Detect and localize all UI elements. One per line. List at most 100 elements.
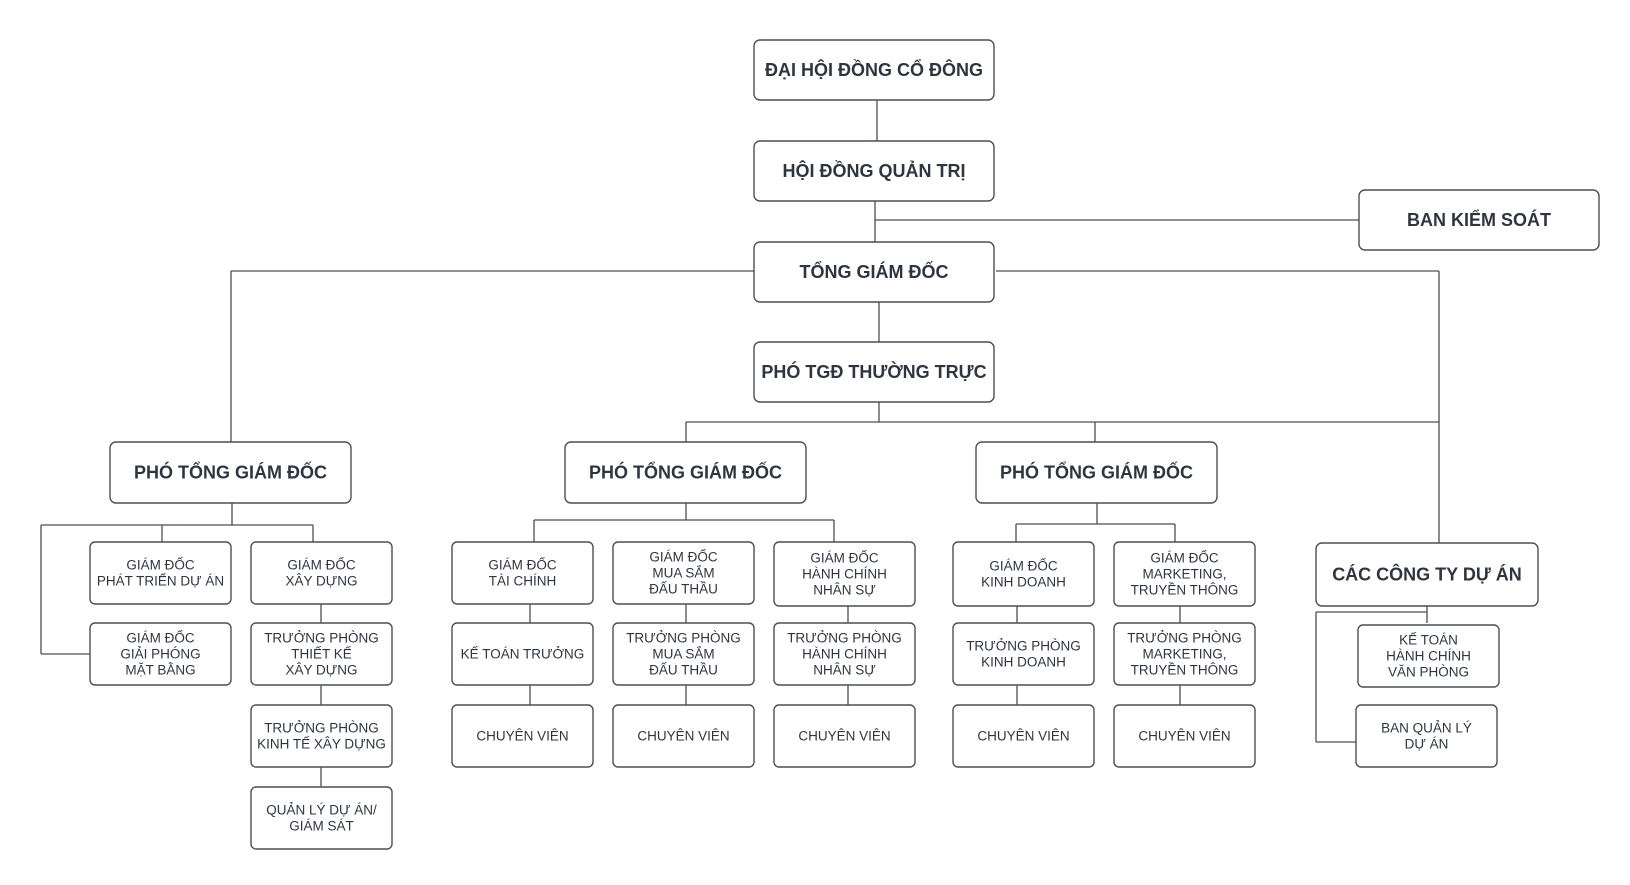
node-box	[250, 704, 393, 768]
node-box	[952, 704, 1095, 768]
node-label-line: TỔNG GIÁM ĐỐC	[800, 261, 949, 282]
node-label-line: CHUYÊN VIÊN	[977, 729, 1069, 744]
node-label-line: NHÂN SỰ	[813, 663, 876, 678]
node-label-line: TRƯỞNG PHÒNG	[787, 631, 902, 646]
node-box	[1113, 704, 1256, 768]
node-label-line: HÀNH CHÍNH	[802, 647, 887, 662]
node-label-line: KẾ TOÁN TRƯỞNG	[461, 647, 585, 662]
node-box	[89, 622, 232, 686]
node-label-line: GIÁM ĐỐC	[126, 558, 195, 573]
node-label-line: TRƯỞNG PHÒNG	[264, 721, 379, 736]
node-box	[612, 704, 755, 768]
node-label-line: GIÁM ĐỐC	[649, 550, 718, 565]
node-label-line: GIÁM ĐỐC	[810, 551, 879, 566]
node-ptgd-tt: PHÓ TGĐ THƯỜNG TRỰC	[753, 341, 995, 403]
node-box	[952, 622, 1095, 686]
node-label-line: PHÁT TRIỂN DỰ ÁN	[97, 574, 224, 589]
node-box	[753, 39, 995, 101]
node-tgd: TỔNG GIÁM ĐỐC	[753, 241, 995, 303]
org-nodes: ĐẠI HỘI ĐỒNG CỔ ĐÔNG HỘI ĐỒNG QUẢN TRỊ BAN…	[89, 39, 1600, 850]
node-ptgd3: PHÓ TỔNG GIÁM ĐỐC	[975, 441, 1218, 504]
node-box	[451, 541, 594, 605]
node-label-line: XÂY DỰNG	[285, 663, 357, 678]
node-box	[1113, 541, 1256, 607]
node-box	[250, 541, 393, 605]
node-box	[753, 341, 995, 403]
node-label-line: TRƯỞNG PHÒNG	[1127, 631, 1242, 646]
node-label-line: MUA SẮM	[652, 647, 714, 662]
node-label-line: TRƯỞNG PHÒNG	[626, 631, 741, 646]
node-label-line: TRƯỞNG PHÒNG	[966, 639, 1081, 654]
node-label-line: DỰ ÁN	[1405, 737, 1449, 752]
node-cty-du-an: CÁC CÔNG TY DỰ ÁN	[1315, 542, 1539, 607]
node-ptgd2: PHÓ TỔNG GIÁM ĐỐC	[564, 441, 807, 504]
node-label-line: BAN KIỂM SOÁT	[1407, 209, 1551, 230]
node-label-line: GIÁM ĐỐC	[126, 631, 195, 646]
node-label-line: PHÓ TỔNG GIÁM ĐỐC	[1000, 462, 1193, 483]
node-dhdcd: ĐẠI HỘI ĐỒNG CỔ ĐÔNG	[753, 39, 995, 101]
node-label-line: XÂY DỰNG	[285, 574, 357, 589]
node-label-line: GIÁM ĐỐC	[287, 558, 356, 573]
node-box	[773, 704, 916, 768]
node-label-line: GIÁM SÁT	[289, 819, 354, 834]
node-box	[250, 622, 393, 686]
node-cv-hc: CHUYÊN VIÊN	[773, 704, 916, 768]
node-label-line: KẾ TOÁN	[1399, 633, 1458, 648]
node-label-line: PHÓ TỔNG GIÁM ĐỐC	[589, 462, 782, 483]
node-label-line: CÁC CÔNG TY DỰ ÁN	[1332, 564, 1522, 585]
node-label-line: PHÓ TỔNG GIÁM ĐỐC	[134, 462, 327, 483]
connector-lines	[40, 100, 1440, 787]
node-box	[1315, 542, 1539, 607]
node-box	[451, 704, 594, 768]
node-box	[564, 441, 807, 504]
node-label-line: MUA SẮM	[652, 566, 714, 581]
node-label-line: ĐẤU THẦU	[649, 663, 718, 678]
node-label-line: MARKETING,	[1142, 567, 1226, 582]
node-label-line: KINH DOANH	[981, 655, 1066, 670]
node-cv-mkt: CHUYÊN VIÊN	[1113, 704, 1256, 768]
node-label-line: ĐẤU THẦU	[649, 582, 718, 597]
node-label-line: MARKETING,	[1142, 647, 1226, 662]
node-ktt: KẾ TOÁN TRƯỞNG	[451, 622, 594, 686]
node-ptgd1: PHÓ TỔNG GIÁM ĐỐC	[109, 441, 352, 504]
node-label-line: QUẢN LÝ DỰ ÁN/	[266, 803, 377, 818]
node-cv-ms: CHUYÊN VIÊN	[612, 704, 755, 768]
node-label-line: BAN QUẢN LÝ	[1381, 721, 1472, 736]
node-label-line: CHUYÊN VIÊN	[798, 729, 890, 744]
node-label-line: ĐẠI HỘI ĐỒNG CỔ ĐÔNG	[765, 59, 983, 80]
node-label-line: CHUYÊN VIÊN	[1138, 729, 1230, 744]
node-cv-kd: CHUYÊN VIÊN	[952, 704, 1095, 768]
node-box	[109, 441, 352, 504]
node-box	[1355, 704, 1498, 768]
node-label-line: NHÂN SỰ	[813, 583, 876, 598]
node-label-line: TÀI CHÍNH	[489, 574, 557, 589]
node-label-line: KINH TẾ XÂY DỰNG	[257, 737, 386, 752]
node-box	[1357, 624, 1500, 688]
node-box	[753, 140, 995, 202]
node-label-line: MẶT BẰNG	[125, 663, 195, 678]
node-box	[773, 541, 916, 607]
node-box	[753, 241, 995, 303]
node-label-line: TRUYỀN THÔNG	[1131, 663, 1239, 678]
node-label-line: GIÁM ĐỐC	[989, 559, 1058, 574]
node-label-line: VĂN PHÒNG	[1388, 665, 1469, 680]
node-label-line: GIÁM ĐỐC	[1150, 551, 1219, 566]
node-box	[89, 541, 232, 605]
node-box	[773, 622, 916, 686]
node-label-line: THIẾT KẾ	[291, 647, 352, 662]
node-label-line: HỘI ĐỒNG QUẢN TRỊ	[783, 160, 966, 181]
